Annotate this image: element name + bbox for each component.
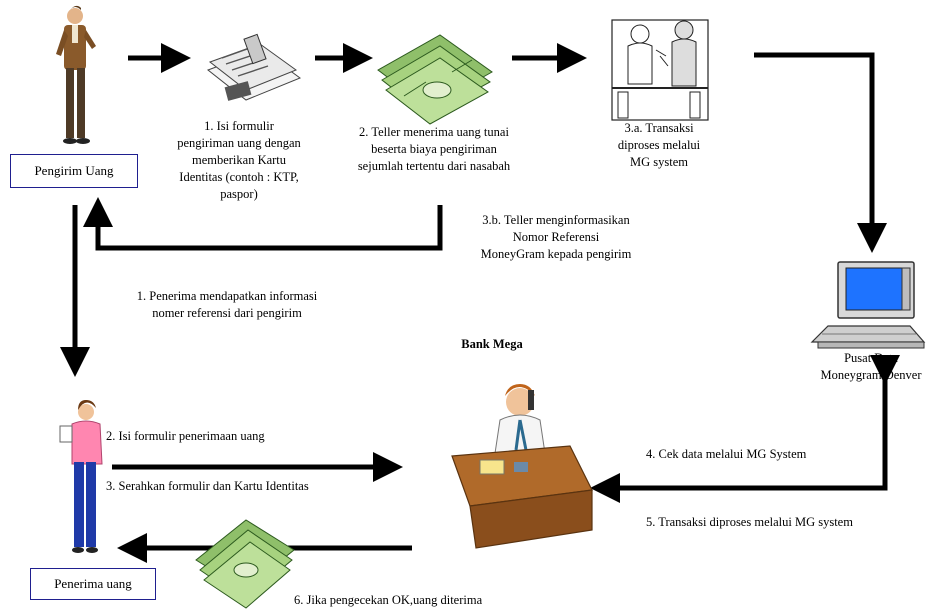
arrow-bank-pusat-check [590,355,900,503]
computer-server-icon [810,261,926,349]
receiver-step3-text: 3. Serahkan formulir dan Kartu Identitas [106,479,309,493]
money-stack-icon [377,34,493,125]
sender-box: Pengirim Uang [10,154,138,188]
form-papers-icon [206,33,302,101]
receiver-box: Penerima uang [30,568,156,600]
step6-text: 6. Jika pengecekan OK,uang diterima [294,593,483,607]
sender-person-icon [56,5,96,144]
arrow-referensi-to-sender [83,197,443,251]
teller-counter-icon [611,19,709,121]
step4-text: 4. Cek data melalui MG System [646,447,807,461]
receiver-person-icon [59,400,103,553]
bank-mega-label: Bank Mega [461,337,523,351]
receiver-step2-text: 2. Isi formulir penerimaan uang [106,429,265,443]
step5-text: 5. Transaksi diproses melalui MG system [646,515,853,529]
money-stack-bottom-icon [195,519,295,609]
arrow-teller-to-pusat [754,52,887,253]
bank-employee-icon [451,384,593,549]
